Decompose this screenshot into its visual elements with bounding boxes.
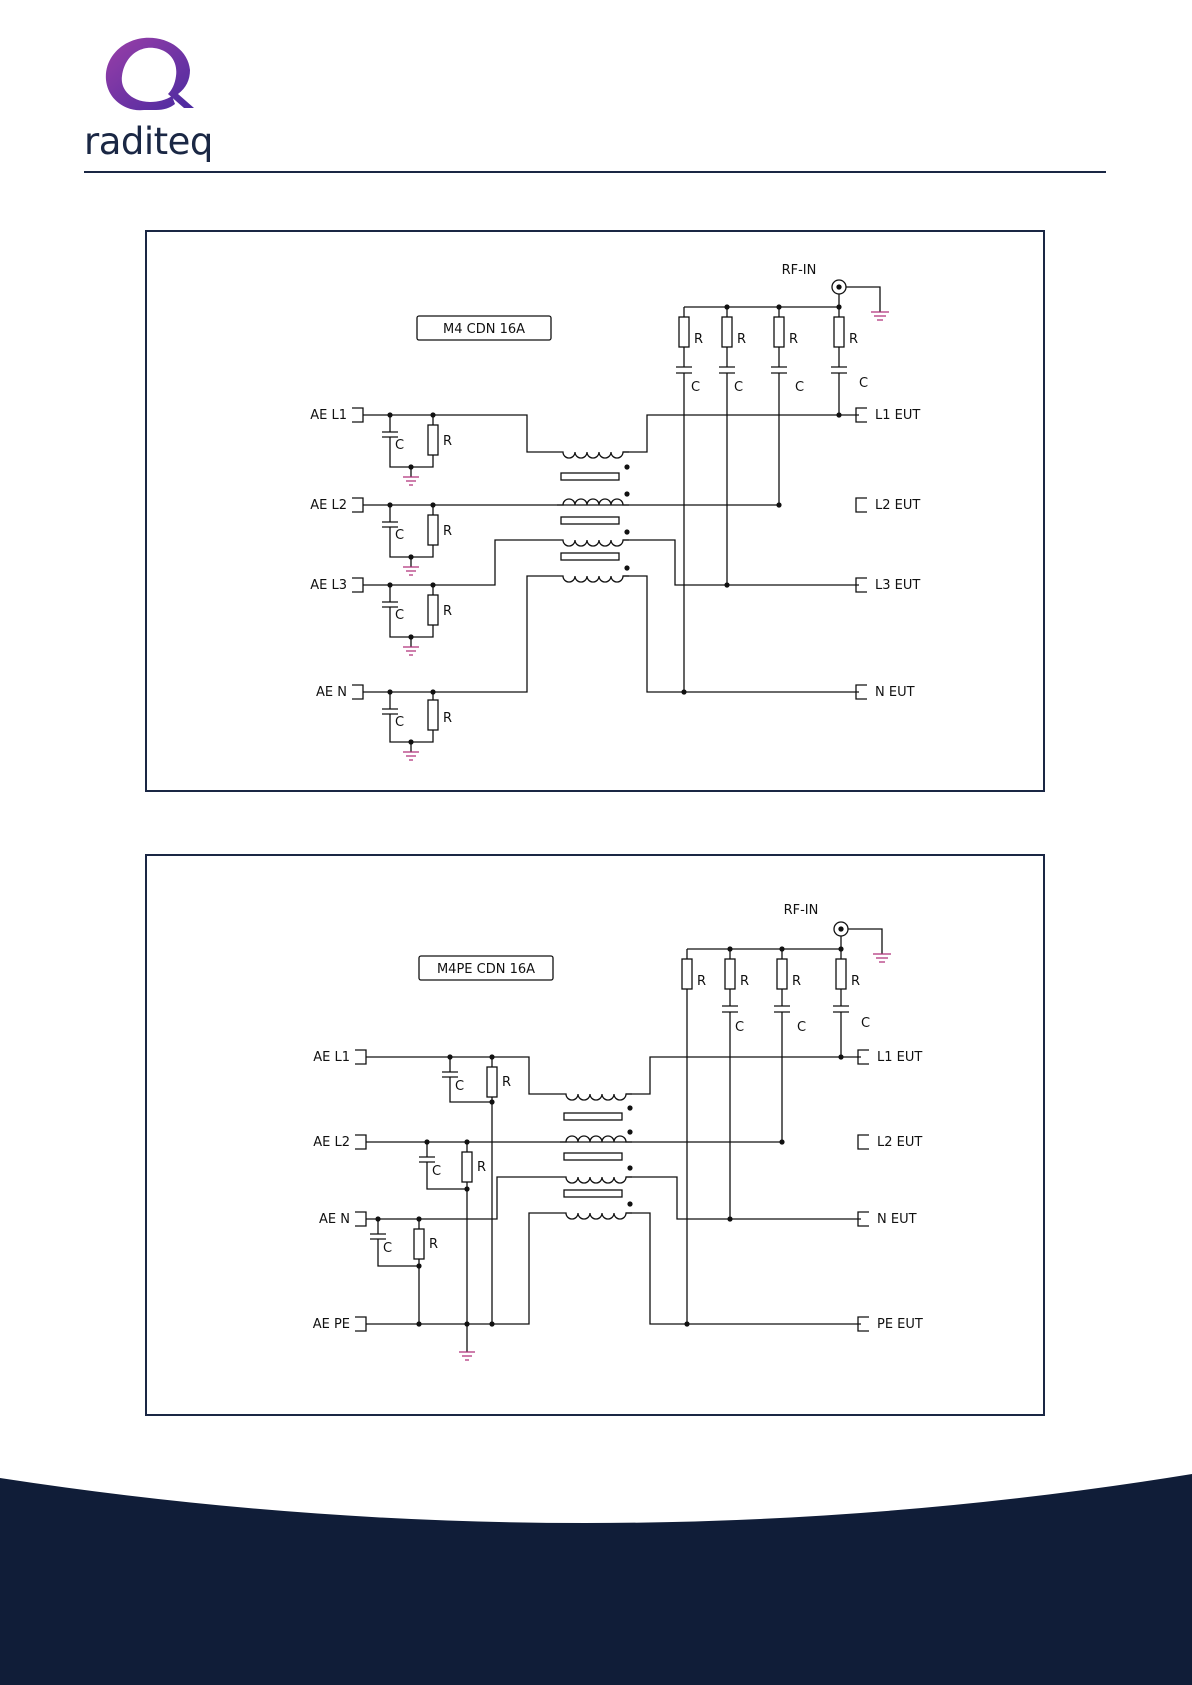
input-label-pe: AE PE [313,1317,350,1332]
resistor-label: R [429,1237,438,1252]
resistor-label: R [694,332,703,347]
output-label-l2: L2 EUT [875,498,920,513]
rf-in-label: RF-IN [784,903,819,918]
capacitor-label: C [735,1020,744,1035]
input-label-l1: AE L1 [313,1050,350,1065]
rc-branch [676,307,692,692]
input-label-l2: AE L2 [310,498,347,513]
diagram-title: M4PE CDN 16A [437,962,535,977]
resistor-label: R [443,524,452,539]
schematic-panel-m4pe: M4PE CDN 16A RF-IN R R R R C C C AE L1 [145,854,1045,1416]
current-transformer [557,452,630,582]
capacitor-label: C [395,438,404,453]
output-label-n: N EUT [875,685,915,700]
resistor-label: R [851,974,860,989]
resistor-label: R [477,1160,486,1175]
header-divider [84,171,1106,173]
output-label-l3: L3 EUT [875,578,920,593]
output-label-n: N EUT [877,1212,917,1227]
capacitor-label: C [395,715,404,730]
diagram-title: M4 CDN 16A [443,322,525,337]
logo-wordmark: raditeq [84,120,213,163]
capacitor-label: C [395,608,404,623]
capacitor-label: C [432,1164,441,1179]
resistor-label: R [443,711,452,726]
resistor-label: R [789,332,798,347]
capacitor-label: C [395,528,404,543]
ground-icon [871,312,889,320]
ground-icon [459,1352,475,1360]
resistor-label: R [740,974,749,989]
capacitor-label: C [691,380,700,395]
capacitor-label: C [734,380,743,395]
capacitor-label: C [859,376,868,391]
resistor-label: R [697,974,706,989]
ground-icon [873,954,891,962]
m4-cdn-schematic: M4 CDN 16A RF-IN R R R R C C C C [147,232,1047,794]
schematic-panel-m4: M4 CDN 16A RF-IN R R R R C C C C [145,230,1045,792]
output-label-l1: L1 EUT [877,1050,922,1065]
input-label-l3: AE L3 [310,578,347,593]
current-transformer [560,1094,633,1219]
capacitor-label: C [383,1241,392,1256]
footer-wave [0,1460,1192,1685]
resistor-label: R [443,604,452,619]
output-label-l2: L2 EUT [877,1135,922,1150]
input-label-l2: AE L2 [313,1135,350,1150]
input-label-n: AE N [316,685,347,700]
rf-in-label: RF-IN [782,263,817,278]
capacitor-label: C [455,1079,464,1094]
resistor-label: R [502,1075,511,1090]
resistor-label: R [737,332,746,347]
resistor-label: R [443,434,452,449]
output-label-pe: PE EUT [877,1317,923,1332]
resistor-label: R [849,332,858,347]
resistor-label: R [792,974,801,989]
output-label-l1: L1 EUT [875,408,920,423]
capacitor-label: C [795,380,804,395]
capacitor-label: C [797,1020,806,1035]
capacitor-label: C [861,1016,870,1031]
m4pe-cdn-schematic: M4PE CDN 16A RF-IN R R R R C C C AE L1 [147,856,1047,1418]
input-label-n: AE N [319,1212,350,1227]
input-label-l1: AE L1 [310,408,347,423]
